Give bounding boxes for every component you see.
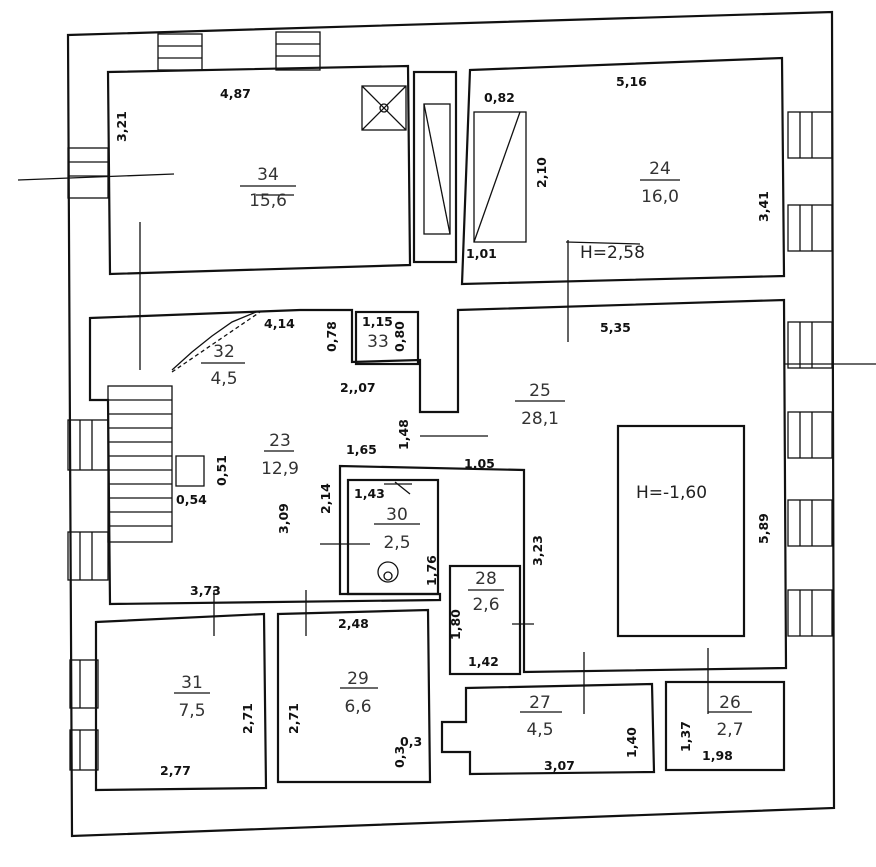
dim-label: 0,3 xyxy=(400,734,422,749)
dim-label: 0,82 xyxy=(484,90,515,105)
dim-label: 0,54 xyxy=(176,492,207,507)
room-27-area: 4,5 xyxy=(526,720,553,740)
room-28-number: 28 xyxy=(475,569,497,589)
room-26-number: 26 xyxy=(719,693,741,713)
room-23-number: 23 xyxy=(269,431,291,451)
dim-label: 5,35 xyxy=(600,320,631,335)
dim-label: 1,43 xyxy=(354,486,385,501)
dim-label: 0,80 xyxy=(392,321,407,352)
dim-label: 1,48 xyxy=(396,419,411,450)
dim-label: 2,77 xyxy=(160,763,191,778)
room-24-number: 24 xyxy=(649,159,671,179)
dim-label: 0,51 xyxy=(214,455,229,486)
room-24-area: 16,0 xyxy=(641,187,679,207)
room-26-area: 2,7 xyxy=(716,720,743,740)
dim-label: 4,87 xyxy=(220,86,251,101)
dim-label: 2,71 xyxy=(240,703,255,734)
dim-label: 5,89 xyxy=(756,513,771,544)
room-29-number: 29 xyxy=(347,669,369,689)
room-33-number: 33 xyxy=(367,332,389,352)
height-label: H=2,58 xyxy=(580,243,645,263)
room-34-area: 15,6 xyxy=(249,191,287,211)
pool-depth-label: H=-1,60 xyxy=(636,483,707,503)
room-30-number: 30 xyxy=(386,505,408,525)
dim-label: 1,80 xyxy=(448,609,463,640)
windows xyxy=(67,31,833,771)
stairs xyxy=(107,311,261,543)
dimension-labels: 4,87 3,21 0,82 5,16 2,10 3,41 1,01 4,14 … xyxy=(114,74,771,778)
room-25-number: 25 xyxy=(529,381,551,401)
dim-label: 1,05 xyxy=(464,456,495,471)
leader-lines xyxy=(17,173,876,714)
dim-label: 3,07 xyxy=(544,758,575,773)
room-32-area: 4,5 xyxy=(210,369,237,389)
dim-label: 2,48 xyxy=(338,616,369,631)
room-labels: 34 15,6 24 16,0 32 4,5 33 25 28,1 23 12,… xyxy=(178,159,743,740)
dim-label: 1,98 xyxy=(702,748,733,763)
dim-label: 0,78 xyxy=(324,321,339,352)
building-outline xyxy=(66,10,836,838)
dim-label: 4,14 xyxy=(264,316,295,331)
dim-label: 1,15 xyxy=(362,314,393,329)
dim-label: 3,41 xyxy=(756,191,771,222)
dim-label: 1,42 xyxy=(468,654,499,669)
shafts xyxy=(361,85,527,243)
room-30-area: 2,5 xyxy=(383,533,410,553)
room-29-area: 6,6 xyxy=(344,697,371,717)
room-25-area: 28,1 xyxy=(521,409,559,429)
dim-label: 2,14 xyxy=(318,483,333,514)
dim-label: 0,3 xyxy=(392,746,407,768)
dim-label: 2,71 xyxy=(286,703,301,734)
dim-label: 3,21 xyxy=(114,111,129,142)
room-31-area: 7,5 xyxy=(178,701,205,721)
room-walls xyxy=(88,56,788,792)
dim-label: 3,23 xyxy=(530,535,545,566)
dim-label: 2,,07 xyxy=(340,380,376,395)
dim-label: 1,65 xyxy=(346,442,377,457)
dim-label: 2,10 xyxy=(534,157,549,188)
room-23-area: 12,9 xyxy=(261,459,299,479)
dim-label: 5,16 xyxy=(616,74,647,89)
room-34-number: 34 xyxy=(257,165,279,185)
dim-label: 3,09 xyxy=(276,503,291,534)
room-31-number: 31 xyxy=(181,673,203,693)
dim-label: 1,37 xyxy=(678,721,693,752)
dim-label: 1,40 xyxy=(624,727,639,758)
dim-label: 1,76 xyxy=(424,555,439,586)
dim-label: 3,73 xyxy=(190,583,221,598)
room-28-area: 2,6 xyxy=(472,595,499,615)
dim-label: 1,01 xyxy=(466,246,497,261)
room-27-number: 27 xyxy=(529,693,551,713)
room-32-number: 32 xyxy=(213,342,235,362)
